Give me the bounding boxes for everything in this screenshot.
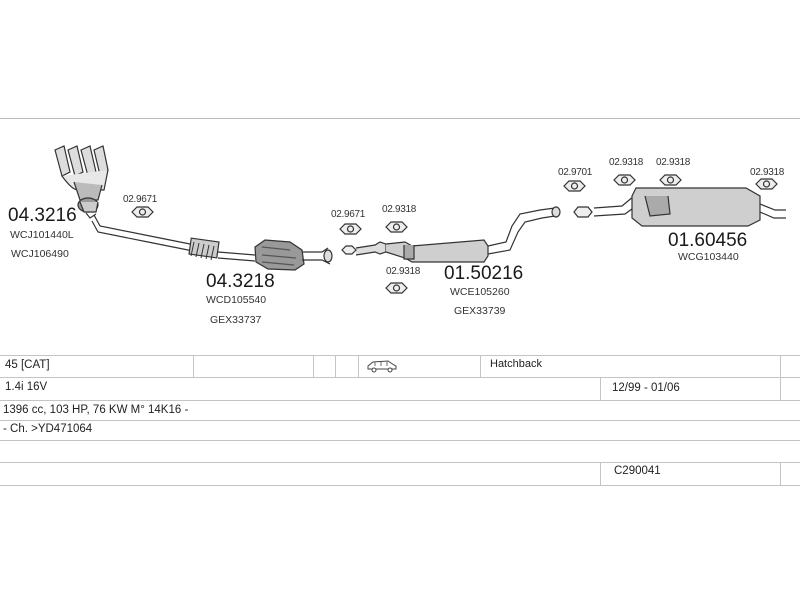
gasket-g8: [755, 178, 778, 190]
clamp-right: [573, 206, 593, 218]
chassis-cell: - Ch. >YD471064: [3, 423, 93, 435]
gasket-g1-label: 02.9671: [123, 194, 158, 205]
gasket-g3-label: 02.9318: [382, 204, 417, 215]
car-icon: [366, 359, 398, 377]
gasket-g1: [131, 206, 154, 218]
front-pipe-part-number: 04.3218: [206, 271, 275, 292]
rear-silencer-part-number: 01.60456: [668, 230, 748, 251]
body-type-cell: Hatchback: [490, 358, 542, 370]
manifold-part-number: 04.3216: [8, 205, 77, 226]
spec-cell: 1396 cc, 103 HP, 76 KW M° 14K16 -: [3, 404, 189, 416]
middle-silencer-code-1: WCE105260: [450, 286, 510, 298]
middle-silencer-part: [355, 206, 561, 263]
gasket-g6-label: 02.9318: [609, 157, 644, 168]
front-pipe-code-2: GEX33737: [210, 314, 262, 326]
gasket-g2-label: 02.9671: [331, 209, 366, 220]
gasket-g7-label: 02.9318: [656, 157, 691, 168]
gasket-g7: [659, 174, 682, 186]
front-pipe-catalyst-part: [91, 214, 333, 271]
gasket-g2: [339, 223, 362, 235]
gasket-g5-label: 02.9701: [558, 167, 593, 178]
front-pipe-code-1: WCD105540: [206, 294, 267, 306]
rear-silencer-part: [593, 187, 786, 227]
gasket-g4-label: 02.9318: [386, 266, 421, 277]
middle-silencer-part-number: 01.50216: [444, 263, 524, 284]
gasket-g5: [563, 180, 586, 192]
gasket-g8-label: 02.9318: [750, 167, 785, 178]
top-border: [0, 118, 800, 119]
manifold-code-2: WCJ106490: [11, 248, 69, 260]
manifold-code-1: WCJ101440L: [10, 229, 74, 241]
clamp-left: [341, 245, 357, 255]
gasket-g6: [613, 174, 636, 186]
gasket-g3: [385, 221, 408, 233]
rear-silencer-code-1: WCG103440: [678, 251, 739, 263]
catalog-code-cell: C290041: [614, 465, 661, 477]
exhaust-manifold-part: [54, 145, 109, 219]
period-cell: 12/99 - 01/06: [612, 382, 680, 394]
gasket-g4: [385, 282, 408, 294]
engine-cell: 1.4i 16V: [5, 381, 48, 393]
model-cell: 45 [CAT]: [5, 359, 50, 371]
middle-silencer-code-2: GEX33739: [454, 305, 506, 317]
